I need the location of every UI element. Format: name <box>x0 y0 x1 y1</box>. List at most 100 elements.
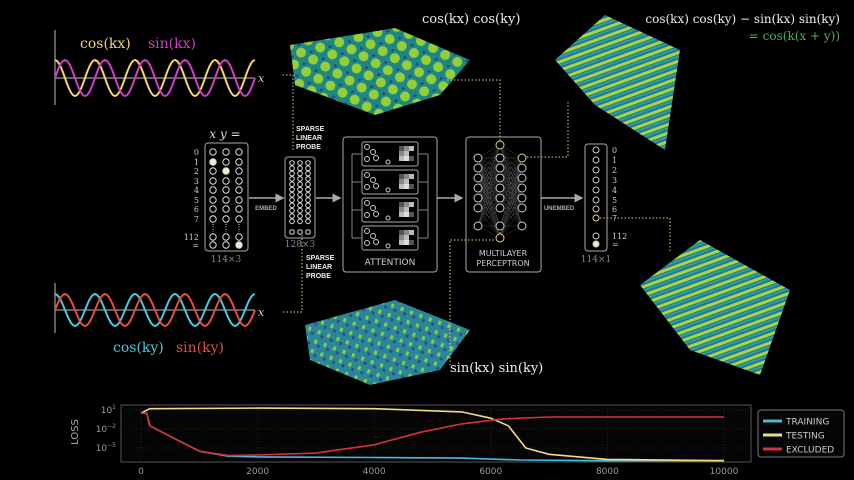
input-neuron <box>222 205 230 213</box>
input-neuron <box>235 233 243 241</box>
input-row-label: = <box>192 241 199 250</box>
probe-bottom-label: SPARSE LINEAR PROBE <box>306 255 335 280</box>
output-matrix <box>584 143 608 252</box>
y-tick-label: 101 <box>101 404 116 416</box>
svg-text:LINEAR: LINEAR <box>296 135 322 142</box>
input-row-label: 4 <box>194 186 199 195</box>
embed-neuron <box>305 160 311 166</box>
embed-neuron <box>305 197 311 203</box>
output-row-label: = <box>612 240 619 249</box>
input-neuron <box>235 205 243 213</box>
cos-kx-curve <box>54 58 256 98</box>
input-row-label: 2 <box>194 167 199 176</box>
output-neuron <box>592 205 600 213</box>
input-row-label: 112 <box>184 233 199 242</box>
series-excluded-line <box>141 412 724 457</box>
attention-head <box>352 197 428 223</box>
input-neuron <box>222 177 230 185</box>
input-neuron <box>209 167 217 175</box>
input-neuron <box>209 177 217 185</box>
sin-ky-curve <box>54 292 256 328</box>
wave-panel-y: x cos(ky) sin(ky) <box>54 283 265 356</box>
output-row-label: 2 <box>612 166 617 175</box>
svg-text:SPARSE: SPARSE <box>296 126 325 133</box>
surface-top-label: cos(kx) cos(ky) <box>422 12 520 27</box>
svg-text:PROBE: PROBE <box>296 144 321 151</box>
svg-text:LINEAR: LINEAR <box>306 264 332 271</box>
input-row-label: 0 <box>194 148 199 157</box>
series-testing-line <box>140 407 725 462</box>
embed-neuron <box>305 213 311 219</box>
chart-plot-area <box>120 404 752 463</box>
output-neuron <box>592 240 600 248</box>
output-neuron <box>592 176 600 184</box>
input-neuron <box>235 148 243 156</box>
y-tick-label: 10−2 <box>96 423 116 435</box>
embed-neuron <box>297 229 303 235</box>
mlp-neuron <box>473 193 483 203</box>
embed-neuron <box>305 165 311 172</box>
mlp-neuron <box>495 140 505 150</box>
embed-neuron <box>305 186 311 193</box>
input-circles <box>209 148 243 249</box>
output-row-label: 5 <box>612 196 617 205</box>
x-tick-label: 8000 <box>596 467 619 477</box>
input-neuron <box>222 158 230 166</box>
input-dims: 114×3 <box>211 255 242 265</box>
input-neuron <box>235 215 243 223</box>
input-neuron <box>209 186 217 194</box>
output-row-label: 3 <box>612 176 617 185</box>
mlp-neuron <box>473 203 483 213</box>
legend-label: EXCLUDED <box>786 446 834 456</box>
attention-block <box>342 136 438 273</box>
embed-neuron <box>289 218 295 225</box>
mlp-neuron <box>495 193 505 203</box>
surface-cos-sum-bottom <box>640 240 790 375</box>
sin-ky-label: sin(ky) <box>176 340 224 356</box>
embed-neuron <box>305 181 311 187</box>
input-neuron <box>235 177 243 185</box>
sin-kx-curve <box>54 58 256 98</box>
cos-ky-curve <box>54 292 256 328</box>
attention-label: ATTENTION <box>365 258 416 268</box>
attention-heads <box>351 141 429 251</box>
x-tick-label: 4000 <box>363 467 386 477</box>
output-neuron <box>592 214 600 222</box>
cos-ky-label: cos(ky) <box>113 340 164 356</box>
embed-neuron <box>305 229 311 235</box>
embed-matrix <box>284 156 316 239</box>
surface-sin-sin <box>305 300 470 385</box>
probe-top-label: SPARSE LINEAR PROBE <box>296 126 325 151</box>
input-neuron <box>209 215 217 223</box>
sin-kx-label: sin(kx) <box>148 36 196 52</box>
embed-neuron <box>297 165 303 172</box>
x-tick-label: 6000 <box>479 467 502 477</box>
wave-panel-x: x cos(kx) sin(kx) <box>54 30 265 105</box>
embed-neuron <box>297 186 303 193</box>
legend-label: TESTING <box>785 432 825 442</box>
embed-neuron <box>289 202 295 209</box>
mlp-neuron <box>517 153 527 163</box>
input-neuron <box>209 205 217 213</box>
output-neuron <box>592 146 600 154</box>
embed-neuron <box>305 207 311 214</box>
embed-neuron <box>289 165 295 172</box>
embed-neuron <box>297 213 303 219</box>
embed-neuron <box>305 202 311 209</box>
input-neuron <box>222 215 230 223</box>
output-row-label: 4 <box>612 186 617 195</box>
cos-kx-label: cos(kx) <box>80 36 131 52</box>
x-tick-label: 2000 <box>246 467 269 477</box>
embed-neuron <box>297 181 303 187</box>
attention-head <box>352 169 428 195</box>
input-neuron <box>209 196 217 204</box>
embed-neuron <box>289 181 295 187</box>
mlp-label-line2: PERCEPTRON <box>476 259 529 268</box>
embed-neuron <box>289 176 295 182</box>
embed-neuron <box>297 207 303 214</box>
x-axis-label-bottom: x <box>258 306 265 319</box>
output-row-label: 7 <box>612 214 617 223</box>
